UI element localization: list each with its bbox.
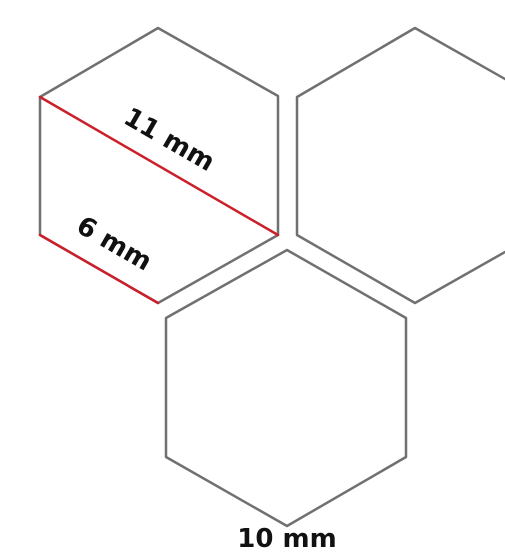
top-right-hexagon: [295, 26, 505, 305]
edge-label: 6 mm: [71, 211, 156, 278]
edge-measure-line: [38, 233, 160, 305]
diagonal-measure-line: [38, 95, 280, 237]
diagonal-label: 11 mm: [118, 102, 219, 178]
bottom-hexagon: [164, 248, 408, 528]
width-label: 10 mm: [237, 524, 336, 552]
